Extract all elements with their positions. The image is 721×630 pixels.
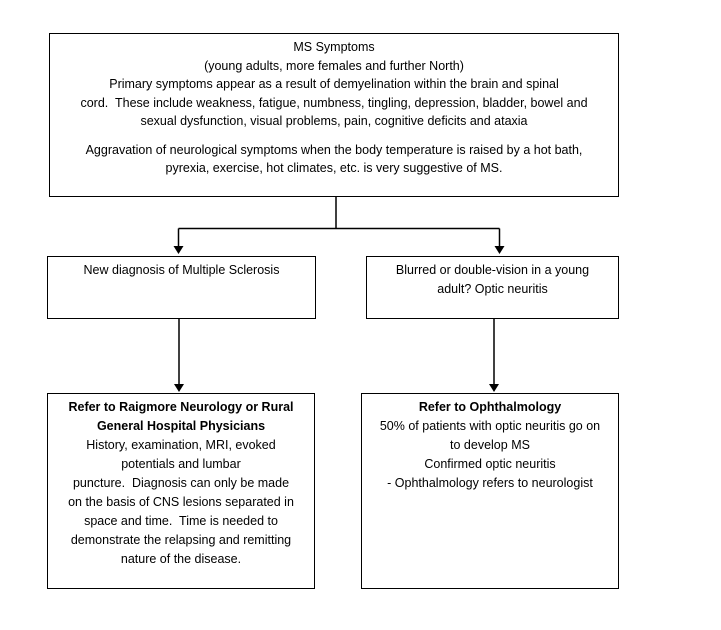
arrowhead-left-outcome	[174, 384, 184, 392]
optic-neuritis-question-text: Blurred or double-vision in a young adul…	[395, 263, 590, 296]
refer-ophthalmology-body: 50% of patients with optic neuritis go o…	[379, 419, 601, 490]
new-diagnosis-box: New diagnosis of Multiple Sclerosis	[47, 256, 316, 319]
arrowhead-right-outcome	[489, 384, 499, 392]
ms-symptoms-title: MS Symptoms	[293, 40, 375, 54]
refer-neurology-heading: Refer to Raigmore Neurology or Rural Gen…	[68, 400, 294, 433]
arrowhead-right-branch	[494, 246, 505, 254]
refer-ophthalmology-box: Refer to Ophthalmology 50% of patients w…	[361, 393, 619, 589]
refer-neurology-box: Refer to Raigmore Neurology or Rural Gen…	[47, 393, 315, 589]
ms-symptoms-primary-text: Primary symptoms appear as a result of d…	[80, 77, 588, 128]
new-diagnosis-text: New diagnosis of Multiple Sclerosis	[83, 263, 280, 277]
refer-ophthalmology-heading: Refer to Ophthalmology	[418, 400, 562, 414]
arrowhead-left-branch	[173, 246, 184, 254]
ms-symptoms-subtitle: (young adults, more females and further …	[204, 58, 464, 73]
optic-neuritis-question-box: Blurred or double-vision in a young adul…	[366, 256, 619, 319]
ms-symptoms-box: MS Symptoms (young adults, more females …	[49, 33, 619, 197]
ms-symptoms-aggravation-text: Aggravation of neurological symptoms whe…	[85, 142, 583, 176]
refer-neurology-body: History, examination, MRI, evoked potent…	[68, 438, 294, 566]
